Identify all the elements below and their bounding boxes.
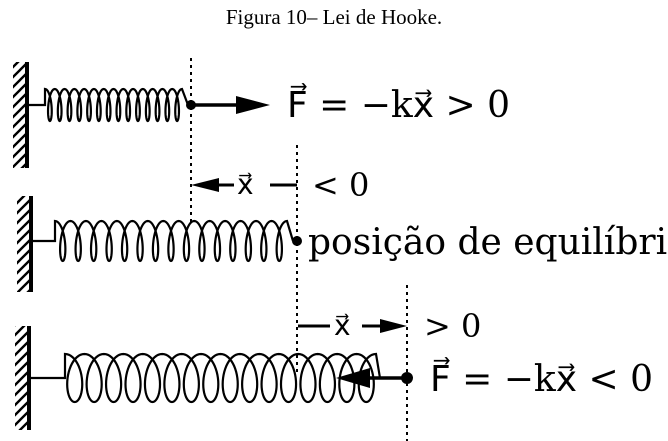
displacement-label-positive: x⃗: [334, 309, 351, 342]
displacement-sign-positive: > 0: [424, 307, 481, 345]
mass-compressed: [186, 100, 196, 110]
spring-equilibrium: [31, 219, 295, 263]
mass-stretched: [401, 372, 413, 384]
displacement-arrow-positive: [298, 319, 407, 333]
displacement-sign-negative: < 0: [312, 166, 369, 204]
force-label-bottom: F⃗ = −kx⃗ < 0: [430, 356, 653, 400]
wall-top: [13, 62, 29, 168]
force-arrow-right: [194, 96, 270, 114]
force-label-top: F⃗ = −kx⃗ > 0: [287, 82, 510, 126]
mass-equilibrium: [292, 236, 302, 246]
wall-middle: [17, 196, 33, 292]
displacement-label-negative: x⃗: [237, 168, 254, 201]
spring-stretched: [29, 352, 382, 404]
figure-caption: Figura 10– Lei de Hooke.: [225, 5, 443, 29]
force-arrow-left: [336, 368, 405, 388]
spring-compressed: [27, 87, 190, 123]
wall-bottom: [15, 326, 31, 430]
equilibrium-label: posição de equilíbrio: [308, 222, 668, 263]
displacement-arrow-negative: [191, 178, 297, 192]
